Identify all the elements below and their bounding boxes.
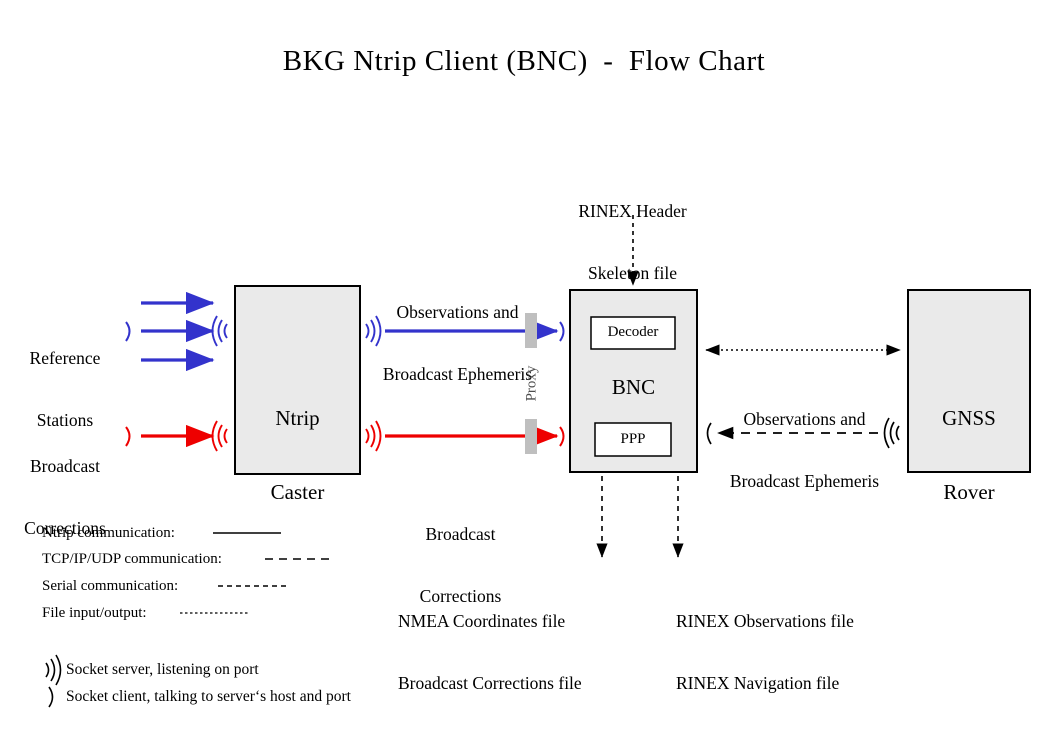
legend-label-serial: Serial communication: <box>42 578 179 594</box>
gnss-rover-line2: Rover <box>943 479 995 504</box>
nmea-files-line1: NMEA Coordinates file <box>398 611 566 632</box>
legend-socket-server-label: Socket server, listening on port <box>66 661 259 678</box>
legend-socket-server-icon <box>45 654 62 686</box>
broadcast-corrections-source-line1: Broadcast <box>30 456 100 477</box>
legend-socket-client-label: Socket client, talking to server‘s host … <box>66 688 351 705</box>
caster-to-bnc-bottom-line2: Corrections <box>419 586 502 607</box>
rinex-skeleton-line1: RINEX Header <box>578 201 687 222</box>
proxy-bar-bottom <box>525 419 537 454</box>
broadcast-corrections-source-label: Broadcast Corrections <box>5 415 125 580</box>
socket-client-icon-bnc-in-top <box>559 321 565 342</box>
caster-to-bnc-top-line2: Broadcast Ephemeris <box>382 364 533 385</box>
ntrip-caster-line2: Caster <box>270 479 325 504</box>
rinex-files-line2: RINEX Navigation file <box>676 673 840 694</box>
socket-client-icon-bnc-rover <box>706 422 712 445</box>
ntrip-caster-line1: Ntrip <box>275 405 320 430</box>
gnss-rover-box <box>907 289 1031 473</box>
legend-label-file-io: File input/output: <box>42 605 147 621</box>
decoder-label: Decoder <box>607 324 659 340</box>
broadcast-corrections-source-line2: Corrections <box>24 518 106 539</box>
reference-stations-label: Reference Stations <box>10 307 120 472</box>
bnc-to-rover-line1: Observations and <box>743 409 866 430</box>
caster-to-bnc-top-line1: Observations and <box>396 302 519 323</box>
socket-server-icon-rover <box>883 417 900 449</box>
rinex-skeleton-label: RINEX Header Skeleton file <box>545 160 720 325</box>
bnc-label: BNC <box>611 375 656 399</box>
page-title: BKG Ntrip Client (BNC) - Flow Chart <box>282 45 766 77</box>
ppp-label: PPP <box>620 431 646 447</box>
bnc-to-rover-label: Observations and Broadcast Ephemeris <box>712 368 897 533</box>
ntrip-caster-box <box>234 285 361 475</box>
decoder-box <box>590 316 676 350</box>
socket-client-icon-bnc-in-bottom <box>559 426 565 447</box>
nmea-files-label: NMEA Coordinates file Broadcast Correcti… <box>398 570 630 735</box>
proxy-label: Proxy <box>523 365 540 402</box>
reference-stations-line2: Stations <box>36 410 94 431</box>
gnss-rover-label: GNSS Rover <box>908 356 1030 554</box>
socket-server-icon-caster-out-top <box>365 315 382 347</box>
caster-to-bnc-bottom-line1: Broadcast <box>425 524 496 545</box>
rinex-files-label: RINEX Observations file RINEX Navigation… <box>676 570 906 735</box>
legend-socket-client-icon <box>48 686 54 708</box>
legend-label-tcpip: TCP/IP/UDP communication: <box>42 551 222 567</box>
ppp-box <box>594 422 672 457</box>
socket-server-icon-caster-in-bottom <box>211 420 228 452</box>
reference-stations-line1: Reference <box>29 348 101 369</box>
caster-to-bnc-bottom-label: Broadcast Corrections <box>398 483 523 648</box>
ntrip-caster-label: Ntrip Caster <box>235 356 360 554</box>
socket-client-icon-broadcast-corrections <box>125 426 131 447</box>
bnc-to-rover-line2: Broadcast Ephemeris <box>729 471 880 492</box>
caster-to-bnc-top-label: Observations and Broadcast Ephemeris <box>370 261 545 426</box>
gnss-rover-line1: GNSS <box>942 405 996 430</box>
socket-server-icon-caster-out-bottom <box>365 420 382 452</box>
rinex-skeleton-line2: Skeleton file <box>588 263 677 284</box>
socket-client-icon-reference-stations <box>125 321 131 342</box>
socket-server-icon-caster-in-top <box>211 315 228 347</box>
legend-label-ntrip: Ntrip communication: <box>42 525 175 541</box>
nmea-files-line2: Broadcast Corrections file <box>398 673 582 694</box>
proxy-bar-top <box>525 313 537 348</box>
rinex-files-line1: RINEX Observations file <box>676 611 854 632</box>
